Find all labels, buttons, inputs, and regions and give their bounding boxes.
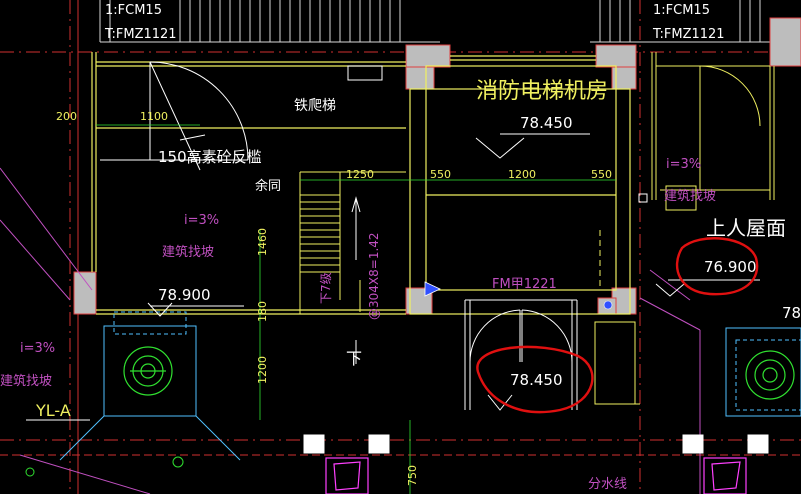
slope-left-text: 建筑找坡 (162, 244, 214, 260)
dim-1100: 1100 (140, 110, 168, 123)
ladder-label: 铁爬梯 (294, 98, 336, 114)
dim-1200: 1200 (508, 168, 536, 181)
slope-left: i=3% (184, 213, 219, 228)
slope-far-left: i=3% (20, 341, 55, 356)
cyan-zones (59, 311, 801, 461)
roof-level: 76.900 (704, 258, 757, 276)
stair-arrow (351, 196, 361, 364)
roof-label: 上人屋面 (706, 216, 786, 240)
door-swing-left (100, 61, 383, 171)
marker-ellipse-roof (676, 237, 759, 296)
slope-far-left-text: 建筑找坡 (0, 373, 52, 389)
right-room-walls (651, 52, 775, 211)
slope-right: i=3% (666, 157, 701, 172)
dim-750: 750 (406, 465, 419, 486)
top-hatch-left (99, 0, 440, 43)
dim-180: 180 (256, 301, 269, 322)
yu-tong-label: 余同 (255, 178, 281, 194)
top-hatch-right (590, 0, 770, 43)
red-markers (476, 237, 759, 414)
slope-right-text: 建筑找坡 (664, 188, 716, 204)
right-edge-78: 78 (782, 304, 801, 322)
level-underlines (26, 133, 760, 421)
bottom-pits (325, 457, 747, 494)
dim-1200-v: 1200 (256, 356, 269, 384)
dim-550-a: 550 (430, 168, 451, 181)
door-level: 78.450 (510, 371, 563, 389)
curb-label: 150高素砼反槛 (158, 148, 262, 166)
right-equipment (594, 230, 640, 405)
down-text: 下 (346, 349, 362, 368)
small-symbols (25, 137, 685, 477)
magenta-lines (0, 167, 701, 494)
stair-down-steps: 下7级 (319, 272, 333, 304)
dim-550-b: 550 (591, 168, 612, 181)
fen-shui-label: 分水线 (588, 477, 627, 492)
dimension-lines (96, 124, 616, 494)
stair-dims: @304X8=1.42 (367, 232, 381, 320)
top-left-label-2: T:FMZ1121 (104, 27, 177, 42)
marker-ellipse-door (476, 345, 594, 414)
room-title: 消防电梯机房 (476, 79, 608, 104)
fan-right (745, 350, 795, 400)
elevator-door (464, 299, 578, 410)
bottom-blocks (303, 434, 769, 454)
stair (299, 171, 406, 314)
dim-1250: 1250 (346, 168, 374, 181)
top-right-label-2: T:FMZ1121 (652, 27, 725, 42)
top-right-label-1: 1:FCM15 (653, 3, 710, 18)
yl-tag: YL-A (35, 401, 71, 420)
left-level: 78.900 (158, 286, 211, 304)
labels: 1:FCM15 T:FMZ1121 1:FCM15 T:FMZ1121 消防电梯… (0, 3, 801, 492)
left-room-walls (91, 52, 406, 315)
fan-left (123, 346, 173, 396)
door-code: FM甲1221 (492, 277, 557, 292)
top-left-label-1: 1:FCM15 (105, 3, 162, 18)
dim-1460: 1460 (256, 228, 269, 256)
dim-200: 200 (56, 110, 77, 123)
room-level: 78.450 (520, 114, 573, 132)
